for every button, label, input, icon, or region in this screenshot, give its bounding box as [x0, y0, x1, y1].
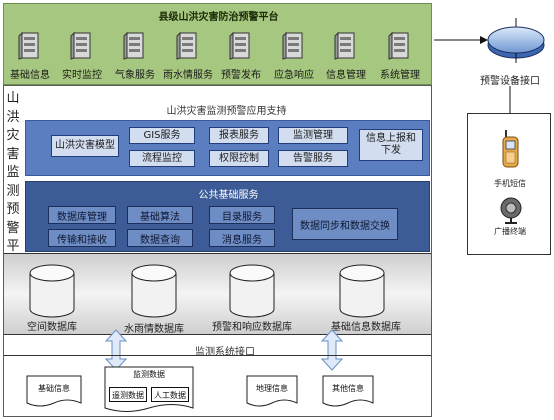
- database-management-box: 数据库管理: [48, 206, 116, 224]
- basic-info-database-icon: [339, 264, 385, 318]
- server-item: 气象服务: [109, 26, 161, 84]
- side-vertical-title: 山洪灾害监测预警平台: [6, 91, 20, 273]
- info-upload-line1: 信息上报和: [366, 133, 416, 144]
- server-label: 预警发布: [221, 70, 261, 81]
- server-icon: [334, 32, 355, 60]
- application-support-title: 山洪灾害监测预警应用支持: [166, 106, 287, 117]
- device-interface-label: 预警设备接口: [480, 76, 540, 87]
- arrow-to-device-interface: [434, 36, 488, 44]
- server-item: 基础信息: [4, 26, 56, 84]
- warning-database-icon: [229, 264, 275, 318]
- gis-service-box: GIS服务: [129, 127, 195, 144]
- server-item: 预警发布: [215, 26, 267, 84]
- sms-label: 手机短信: [494, 179, 526, 188]
- interface-arrow-right: [320, 329, 344, 371]
- county-platform-panel: 县级山洪灾害防治预警平台 基础信息 实时监控 气象服务雨水情服务预警发布 应急响应 信息…: [3, 3, 432, 85]
- rain-database-label: 水雨情数据库: [124, 324, 184, 335]
- permission-control-box: 权限控制: [209, 150, 269, 167]
- basic-info-document-icon: [26, 375, 82, 407]
- server-icon: [70, 32, 91, 60]
- common-service-panel: 公共基础服务 数据库管理 基础算法 目录服务 数据同步和数据交换 传输和接收 数…: [25, 181, 430, 252]
- server-item: 系统管理: [374, 26, 426, 84]
- geo-info-source-label: 地理信息: [256, 384, 288, 393]
- device-interface-disc-icon: [487, 18, 545, 63]
- platform-title: 县级山洪灾害防治预警平台: [158, 12, 279, 23]
- info-upload-line2: 下发: [381, 145, 401, 156]
- other-info-document-icon: [322, 375, 374, 407]
- device-connector-line: [509, 86, 511, 113]
- data-query-box: 数据查询: [127, 229, 193, 247]
- manual-data-box: 人工数据: [151, 387, 189, 402]
- server-label: 应急响应: [274, 70, 314, 81]
- other-info-source-label: 其他信息: [332, 384, 364, 393]
- rain-database-icon: [131, 264, 177, 318]
- mobile-phone-icon: [502, 130, 519, 168]
- interface-divider: [4, 355, 431, 356]
- alarm-service-box: 告警服务: [278, 150, 348, 167]
- application-support-panel: 山洪灾害模型 GIS服务 报表服务 监测管理 信息上报和 下发 流程监控 权限控…: [25, 120, 430, 176]
- report-service-box: 报表服务: [209, 127, 269, 144]
- flood-model-box: 山洪灾害模型: [51, 135, 119, 157]
- telemetry-data-box: 遥测数据: [109, 387, 147, 402]
- transfer-receive-box: 传输和接收: [48, 229, 116, 247]
- server-item: 应急响应: [268, 26, 320, 84]
- server-icon: [282, 32, 303, 60]
- server-item: 实时监控: [56, 26, 108, 84]
- broadcast-speaker-icon: [500, 197, 522, 224]
- common-service-title: 公共基础服务: [198, 190, 259, 201]
- warning-database-label: 预警和响应数据库: [212, 322, 292, 333]
- monitoring-interface-label: 监测系统接口: [195, 347, 255, 358]
- server-icon: [18, 32, 39, 60]
- server-label: 基础信息: [10, 70, 50, 81]
- database-zone: 空间数据库 水雨情数据库 预警和响应数据库 基础信息数据库: [4, 253, 431, 335]
- server-label: 雨水情服务: [163, 70, 213, 81]
- basic-info-database-label: 基础信息数据库: [331, 322, 401, 333]
- server-icon: [388, 32, 409, 60]
- message-service-box: 消息服务: [209, 229, 275, 247]
- telemetry-data-label: 遥测数据: [112, 391, 144, 400]
- data-sync-box: 数据同步和数据交换: [292, 208, 398, 240]
- geo-info-document-icon: [246, 375, 298, 407]
- monitor-data-source-label: 监测数据: [133, 370, 165, 379]
- server-item: 信息管理: [320, 26, 372, 84]
- server-label: 系统管理: [380, 70, 420, 81]
- basic-info-source-label: 基础信息: [38, 384, 70, 393]
- info-upload-box: 信息上报和 下发: [359, 129, 423, 161]
- server-item: 雨水情服务: [162, 26, 214, 84]
- server-icon: [123, 32, 144, 60]
- basic-algorithm-box: 基础算法: [127, 206, 193, 224]
- spatial-database-label: 空间数据库: [27, 322, 77, 333]
- server-label: 气象服务: [115, 70, 155, 81]
- server-icon: [229, 32, 250, 60]
- manual-data-label: 人工数据: [154, 391, 186, 400]
- server-label: 实时监控: [62, 70, 102, 81]
- spatial-database-icon: [29, 264, 75, 318]
- broadcast-label: 广播终端: [494, 227, 526, 236]
- process-monitor-box: 流程监控: [129, 150, 195, 167]
- server-label: 信息管理: [326, 70, 366, 81]
- terminal-box: 手机短信 广播终端: [467, 113, 551, 255]
- server-icon: [176, 32, 197, 60]
- monitor-management-box: 监测管理: [278, 127, 348, 144]
- catalog-service-box: 目录服务: [209, 206, 275, 224]
